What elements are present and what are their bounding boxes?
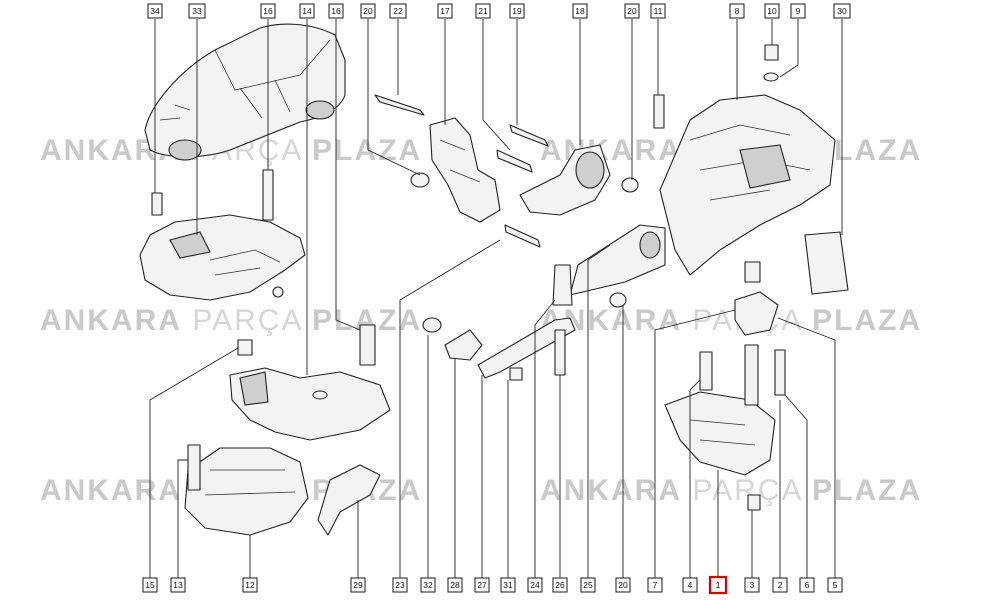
callout-31[interactable]: 31 [500, 577, 516, 593]
callout-28[interactable]: 28 [447, 577, 463, 593]
callout-22[interactable]: 22 [389, 3, 407, 19]
engine-mount-lower-left [184, 324, 391, 536]
svg-text:19: 19 [512, 6, 522, 16]
transmission-mount-bracket [653, 44, 849, 295]
svg-text:5: 5 [833, 580, 838, 590]
callout-6[interactable]: 6 [799, 577, 815, 593]
svg-text:31: 31 [503, 580, 513, 590]
svg-text:28: 28 [450, 580, 460, 590]
svg-text:34: 34 [150, 6, 160, 16]
callout-12[interactable]: 12 [242, 577, 258, 593]
callout-32[interactable]: 32 [420, 577, 436, 593]
callout-21[interactable]: 21 [475, 3, 491, 19]
svg-text:16: 16 [263, 6, 273, 16]
svg-text:23: 23 [395, 580, 405, 590]
leader-lines [149, 19, 843, 578]
callout-8[interactable]: 8 [729, 3, 745, 19]
callout-4[interactable]: 4 [682, 577, 698, 593]
callout-16[interactable]: 16 [260, 3, 276, 19]
svg-text:25: 25 [583, 580, 593, 590]
callout-30[interactable]: 30 [833, 3, 851, 19]
callout-9[interactable]: 9 [790, 3, 806, 19]
svg-text:3: 3 [750, 580, 755, 590]
svg-text:12: 12 [245, 580, 255, 590]
callout-23[interactable]: 23 [392, 577, 408, 593]
svg-text:ANKARA PARÇA PLAZA: ANKARA PARÇA PLAZA [540, 474, 922, 507]
svg-text:15: 15 [145, 580, 155, 590]
callout-25[interactable]: 25 [580, 577, 596, 593]
car-illustration [144, 23, 346, 161]
callout-33[interactable]: 33 [188, 3, 206, 19]
watermark-row-3: ANKARA PARÇA PLAZA ANKARA PARÇA PLAZA [40, 474, 922, 507]
svg-text:24: 24 [530, 580, 540, 590]
svg-text:8: 8 [735, 6, 740, 16]
callout-7[interactable]: 7 [647, 577, 663, 593]
svg-text:18: 18 [575, 6, 585, 16]
svg-text:ANKARA PARÇA PLAZA: ANKARA PARÇA PLAZA [40, 304, 422, 337]
callout-27[interactable]: 27 [474, 577, 490, 593]
svg-text:13: 13 [173, 580, 183, 590]
svg-text:29: 29 [353, 580, 363, 590]
svg-text:20: 20 [363, 6, 373, 16]
svg-text:33: 33 [192, 6, 202, 16]
svg-text:22: 22 [393, 6, 403, 16]
svg-text:20: 20 [627, 6, 637, 16]
svg-text:9: 9 [796, 6, 801, 16]
svg-text:10: 10 [767, 6, 777, 16]
svg-text:14: 14 [302, 6, 312, 16]
svg-text:7: 7 [653, 580, 658, 590]
callout-29[interactable]: 29 [350, 577, 366, 593]
svg-text:17: 17 [440, 6, 450, 16]
callout-34[interactable]: 34 [147, 3, 163, 19]
callout-24[interactable]: 24 [527, 577, 543, 593]
callout-26[interactable]: 26 [552, 577, 568, 593]
callout-5[interactable]: 5 [827, 577, 843, 593]
callout-20-b[interactable]: 20 [624, 3, 640, 19]
svg-text:21: 21 [478, 6, 488, 16]
callout-11[interactable]: 11 [650, 3, 666, 19]
callout-18[interactable]: 18 [572, 3, 588, 19]
svg-text:11: 11 [654, 6, 663, 16]
svg-text:1: 1 [716, 580, 721, 590]
callout-17[interactable]: 17 [437, 3, 453, 19]
svg-text:4: 4 [688, 580, 693, 590]
callout-19[interactable]: 19 [509, 3, 525, 19]
bottom-callouts: 15 13 12 29 23 32 28 27 31 24 26 25 20 7… [142, 575, 843, 595]
callout-3[interactable]: 3 [744, 577, 760, 593]
svg-text:ANKARA PARÇA PLAZA: ANKARA PARÇA PLAZA [540, 304, 922, 337]
callout-20[interactable]: 20 [360, 3, 376, 19]
watermark-row-2: ANKARA PARÇA PLAZA ANKARA PARÇA PLAZA [40, 304, 922, 337]
callout-16-b[interactable]: 16 [328, 3, 344, 19]
svg-text:26: 26 [555, 580, 565, 590]
torque-rod-lower [422, 264, 627, 381]
svg-text:16: 16 [331, 6, 341, 16]
svg-text:27: 27 [477, 580, 487, 590]
callout-13[interactable]: 13 [170, 577, 186, 593]
svg-text:20: 20 [618, 580, 628, 590]
transmission-mount-lower [664, 261, 786, 511]
engine-mount-center [374, 94, 666, 296]
svg-text:2: 2 [778, 580, 783, 590]
svg-text:32: 32 [423, 580, 433, 590]
callout-20-c[interactable]: 20 [615, 577, 631, 593]
svg-text:6: 6 [805, 580, 810, 590]
callout-10[interactable]: 10 [764, 3, 780, 19]
callout-14[interactable]: 14 [299, 3, 315, 19]
top-callouts: 34 33 16 14 16 20 22 17 21 19 18 20 11 8… [147, 3, 851, 19]
svg-text:30: 30 [837, 6, 847, 16]
callout-1-highlighted[interactable]: 1 [708, 575, 728, 595]
engine-mount-left [139, 169, 306, 301]
callout-15[interactable]: 15 [142, 577, 158, 593]
callout-2[interactable]: 2 [772, 577, 788, 593]
